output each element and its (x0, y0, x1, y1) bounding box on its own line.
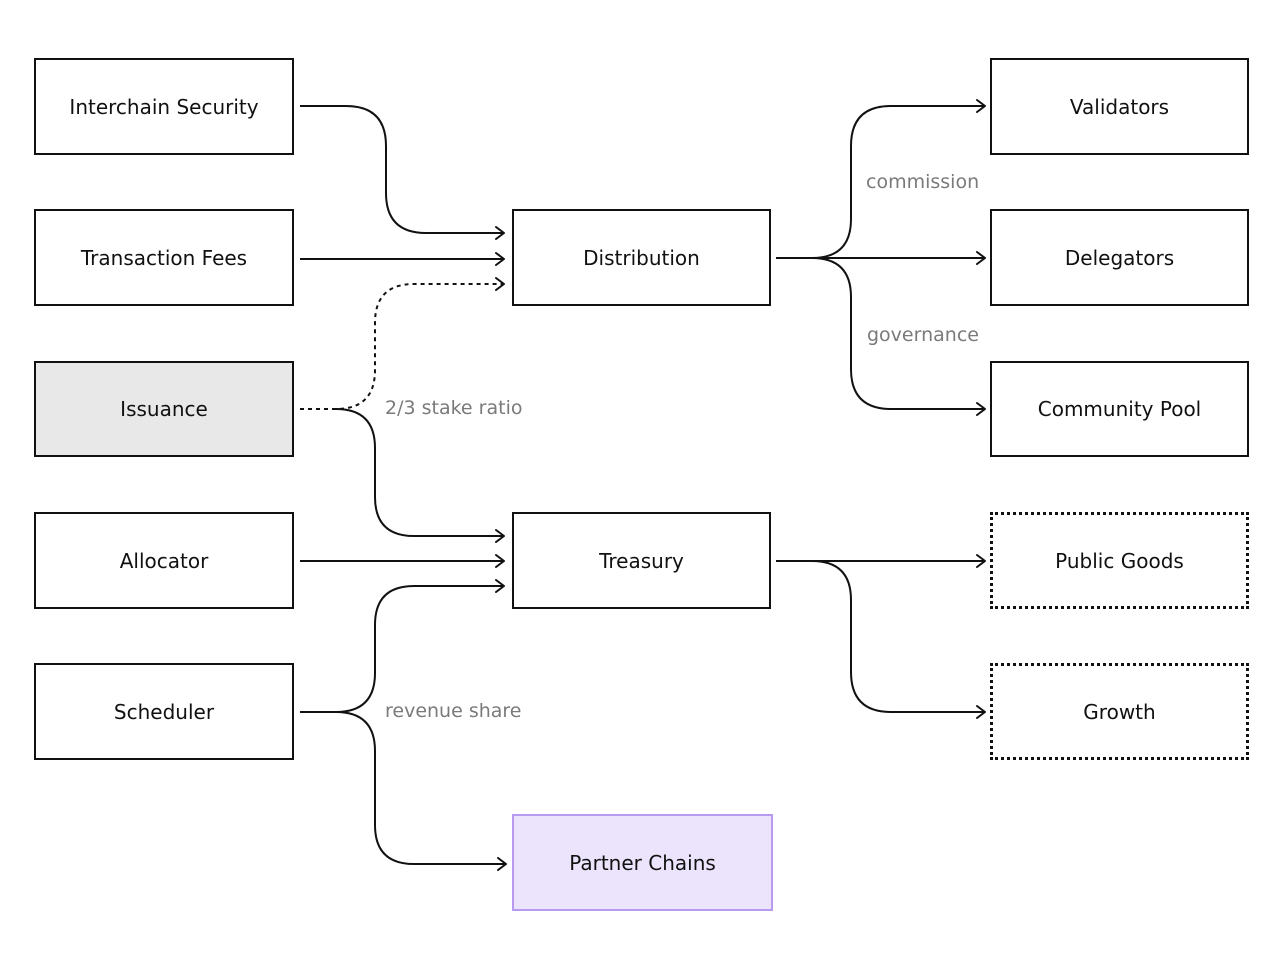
node-label: Partner Chains (569, 850, 716, 875)
node-label: Scheduler (113, 699, 215, 724)
node-transaction-fees[interactable]: Transaction Fees (34, 209, 294, 306)
arrowhead (495, 579, 505, 593)
node-interchain-security[interactable]: Interchain Security (34, 58, 294, 155)
node-issuance[interactable]: Issuance (34, 361, 294, 457)
node-label: Allocator (119, 548, 209, 573)
arrowhead (976, 402, 986, 416)
node-growth[interactable]: Growth (990, 663, 1249, 760)
node-label: Interchain Security (69, 94, 259, 119)
arrowhead (976, 554, 986, 568)
node-distribution[interactable]: Distribution (512, 209, 771, 306)
edge-label-commission: commission (866, 171, 980, 193)
arrowhead (976, 705, 986, 719)
arrowhead (495, 529, 505, 543)
node-label: Distribution (583, 245, 700, 270)
arrowhead (495, 554, 505, 568)
edge-treasury-to-growth (811, 560, 984, 713)
edge-scheduler-to-treasury (300, 585, 503, 713)
edge-label-governance: governance (867, 324, 979, 346)
node-label: Issuance (120, 397, 208, 421)
node-public-goods[interactable]: Public Goods (990, 512, 1249, 609)
arrowhead (495, 252, 505, 266)
edge-distribution-to-validators (776, 105, 984, 259)
node-treasury[interactable]: Treasury (512, 512, 771, 609)
node-partner-chains[interactable]: Partner Chains (512, 814, 773, 911)
arrowhead (976, 251, 986, 265)
node-label: Treasury (599, 548, 684, 573)
node-label: Growth (1083, 699, 1156, 724)
edge-issuance-to-distribution (300, 283, 503, 410)
node-label: Transaction Fees (80, 245, 248, 270)
node-label: Community Pool (1037, 397, 1202, 421)
edge-distribution-to-community-pool (811, 257, 984, 410)
arrowhead (495, 277, 505, 291)
node-allocator[interactable]: Allocator (34, 512, 294, 609)
arrowhead (976, 99, 986, 113)
node-community-pool[interactable]: Community Pool (990, 361, 1249, 457)
node-scheduler[interactable]: Scheduler (34, 663, 294, 760)
edge-label-stake-ratio: 2/3 stake ratio (385, 397, 523, 419)
arrowhead (495, 226, 505, 240)
edge-interchain-to-distribution (300, 105, 503, 234)
edge-scheduler-to-partner (335, 711, 505, 865)
node-label: Validators (1069, 94, 1170, 119)
edge-issuance-to-treasury (335, 408, 503, 537)
node-label: Delegators (1064, 245, 1175, 270)
node-validators[interactable]: Validators (990, 58, 1249, 155)
node-label: Public Goods (1055, 548, 1184, 573)
edge-label-revenue-share: revenue share (385, 700, 522, 722)
node-delegators[interactable]: Delegators (990, 209, 1249, 306)
arrowhead (497, 857, 507, 871)
